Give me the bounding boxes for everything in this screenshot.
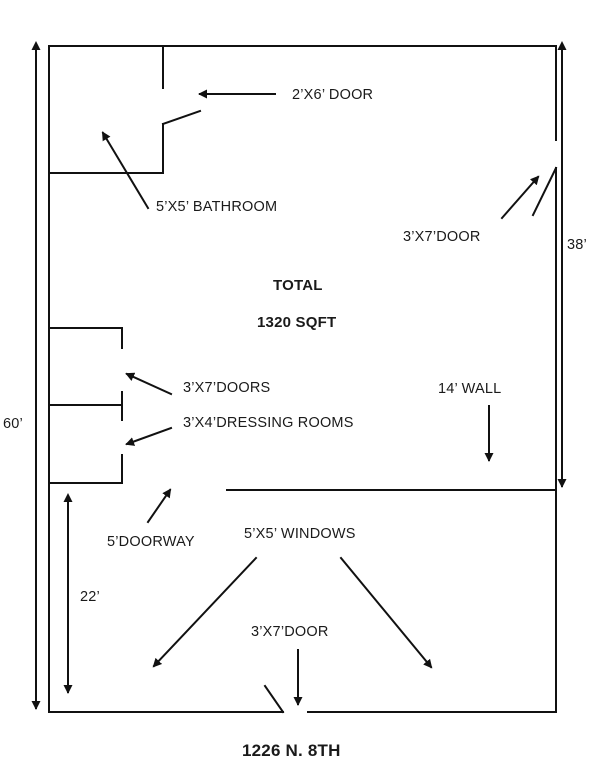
arrow-doorway: [146, 488, 172, 524]
arrow-window-left: [152, 556, 258, 668]
rear-door-swing: [263, 684, 285, 714]
label-side-door: 3’X7’DOOR: [403, 229, 481, 245]
arrow-side-door: [500, 175, 540, 220]
label-doorway: 5’DOORWAY: [107, 534, 195, 550]
arrow-doors: [125, 372, 173, 396]
arrow-dressing-rooms: [125, 426, 173, 446]
side-door-swing: [531, 166, 558, 217]
label-60ft: 60’: [3, 416, 23, 432]
bathroom-door-swing: [161, 109, 202, 126]
arrow-window-right: [339, 556, 433, 669]
label-bathroom: 5’X5’ BATHROOM: [156, 199, 278, 215]
label-dressing-rooms: 3’X4’DRESSING ROOMS: [183, 415, 354, 431]
label-wall: 14’ WALL: [438, 381, 502, 397]
label-windows: 5’X5’ WINDOWS: [244, 526, 356, 542]
label-rear-door: 3’X7’DOOR: [251, 624, 329, 640]
arrow-bathroom: [101, 131, 150, 210]
address-caption: 1226 N. 8TH: [242, 741, 341, 760]
label-22ft: 22’: [80, 589, 100, 605]
label-total: TOTAL: [273, 277, 323, 294]
label-38ft: 38’: [567, 237, 587, 253]
label-doors: 3’X7’DOORS: [183, 380, 271, 396]
label-area: 1320 SQFT: [257, 314, 337, 331]
label-door-2x6: 2’X6’ DOOR: [292, 87, 374, 103]
